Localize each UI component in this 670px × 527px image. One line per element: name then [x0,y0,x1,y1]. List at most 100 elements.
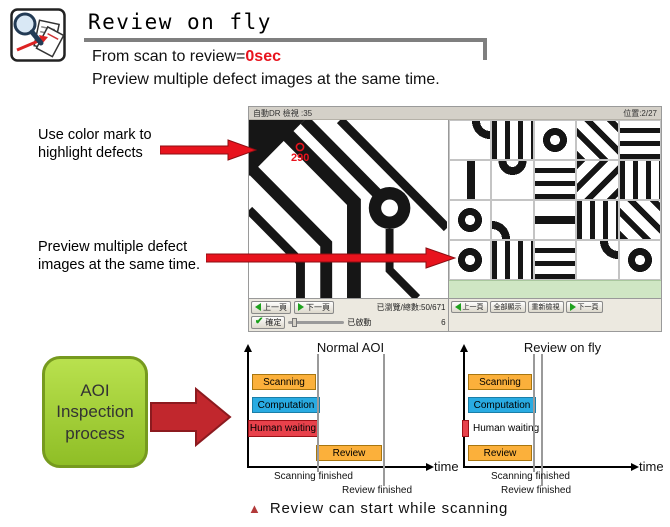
defect-thumbnail[interactable] [492,201,533,239]
subtitle-line1: From scan to review=0sec [92,48,281,66]
title-underline-tick [483,38,487,60]
confirm-label: 確定 [265,317,282,327]
marker-review-finished-label: Review finished [342,485,413,496]
defect-thumbnail[interactable] [449,241,490,279]
x-axis [463,466,631,468]
thumbnail-toolbar: 上一頁 全部顯示 重新檢視 下一頁 [448,299,661,331]
red-triangle-icon: ▲ [248,501,261,516]
bar-scanning: Scanning [252,374,316,390]
defect-thumbnail[interactable] [577,161,618,199]
review-mode-button[interactable]: 重新檢視 [527,301,564,313]
confirm-button[interactable]: ✔ 確定 [251,315,286,329]
callout-preview-multi: Preview multiple defect images at the sa… [38,239,200,274]
y-axis [247,351,249,466]
shot-title-right: 位置:2/27 [623,108,657,118]
axis-arrow-up [244,344,252,352]
subtitle-prefix: From scan to review= [92,48,246,65]
review-count: 6 [441,317,446,327]
defect-thumbnail[interactable] [492,121,533,159]
defect-thumbnail[interactable] [619,161,660,199]
prev-page-label: 上一頁 [263,302,287,312]
marker-scanning-finished-line [317,354,319,472]
review-stats: 已瀏覽/總數:50/671 [376,302,446,312]
chart-title: Normal AOI [316,340,385,355]
subtitle-line2: Preview multiple defect images at the sa… [92,71,440,88]
bar-human-waiting: Human waiting [248,420,318,437]
defect-number: 290 [291,152,310,164]
axis-arrow-right [426,463,434,471]
bar-computation: Computation [252,397,320,413]
defect-thumbnail[interactable] [534,241,575,279]
shot-titlebar: 自動DR 檢視 :35 位置:2/27 [249,107,661,120]
slider-thumb[interactable] [292,317,298,327]
bar-human-waiting [462,420,469,437]
red-arrow-icon [206,247,456,269]
defect-thumbnail[interactable] [619,241,660,279]
review-toolbar: 上一頁 下一頁 已瀏覽/總數:50/671 ✔ 確定 已啟動 6 [249,299,449,331]
defect-thumbnail[interactable] [449,201,490,239]
defect-thumbnails-panel [448,120,661,298]
review-status: 已啟動 [347,317,372,327]
axis-arrow-right [631,463,639,471]
green-left-arrow-icon [454,303,461,311]
bar-review: Review [316,445,382,461]
defect-thumbnail[interactable] [534,121,575,159]
marker-scanning-finished-label: Scanning finished [491,471,570,482]
thumb-next-button[interactable]: 下一頁 [565,301,603,313]
magnifier-docs-icon [10,8,66,62]
defect-circle-icon [295,142,305,152]
thumb-prev-label: 上一頁 [462,304,484,311]
defect-thumbnail[interactable] [577,201,618,239]
chart-normal-aoi: Normal AOI time Scanning Computation Hum… [238,340,463,500]
chart-review-on-fly: Review on fly time Scanning Computation … [455,340,670,500]
prev-page-button[interactable]: 上一頁 [251,300,291,314]
marker-review-finished-line [383,354,385,486]
defect-thumbnail[interactable] [492,241,533,279]
defect-thumbnail[interactable] [492,161,533,199]
defect-color-mark: 290 [291,142,309,164]
show-all-button[interactable]: 全部顯示 [489,301,526,313]
green-right-arrow-icon [569,303,576,311]
page-title: Review on fly [88,10,272,34]
green-checkmark-icon: ✔ [255,316,264,327]
marker-review-finished-label: Review finished [501,485,572,496]
title-underline [84,38,486,42]
footer-note: Review can start while scanning [269,500,509,517]
thumb-prev-button[interactable]: 上一頁 [450,301,488,313]
axis-arrow-up [460,344,468,352]
defect-thumbnail[interactable] [577,121,618,159]
bar-human-waiting-label: Human waiting [473,423,540,434]
defect-thumbnail-grid [448,120,661,280]
next-page-label: 下一頁 [306,302,330,312]
x-axis [247,466,427,468]
defect-thumbnail[interactable] [534,161,575,199]
green-left-arrow-icon [255,303,261,311]
footer-note-row: ▲ Review can start while scanning [248,500,508,517]
progress-slider[interactable] [288,317,345,327]
bar-scanning: Scanning [468,374,532,390]
defect-thumbnail[interactable] [577,241,618,279]
selection-strip [448,280,661,298]
bar-computation: Computation [468,397,536,413]
defect-thumbnail[interactable] [619,201,660,239]
pcb-trace-image [244,115,451,301]
marker-review-finished-line [541,354,543,486]
subtitle-highlight: 0sec [245,48,281,65]
red-block-arrow-icon [150,386,232,448]
green-right-arrow-icon [298,303,304,311]
show-all-label: 全部顯示 [493,304,522,311]
next-page-button[interactable]: 下一頁 [294,300,334,314]
defect-thumbnail[interactable] [534,201,575,239]
callout-color-mark: Use color mark to highlight defects [38,127,152,162]
defect-thumbnail[interactable] [449,121,490,159]
chart-title: Review on fly [523,340,602,355]
defect-image-panel[interactable]: 290 [244,115,451,301]
defect-thumbnail[interactable] [449,161,490,199]
marker-scanning-finished-label: Scanning finished [274,471,353,482]
review-mode-label: 重新檢視 [531,304,560,311]
time-label: time [434,459,459,474]
defect-thumbnail[interactable] [619,121,660,159]
time-label: time [639,459,664,474]
shot-title-left: 自動DR 檢視 :35 [253,108,313,118]
